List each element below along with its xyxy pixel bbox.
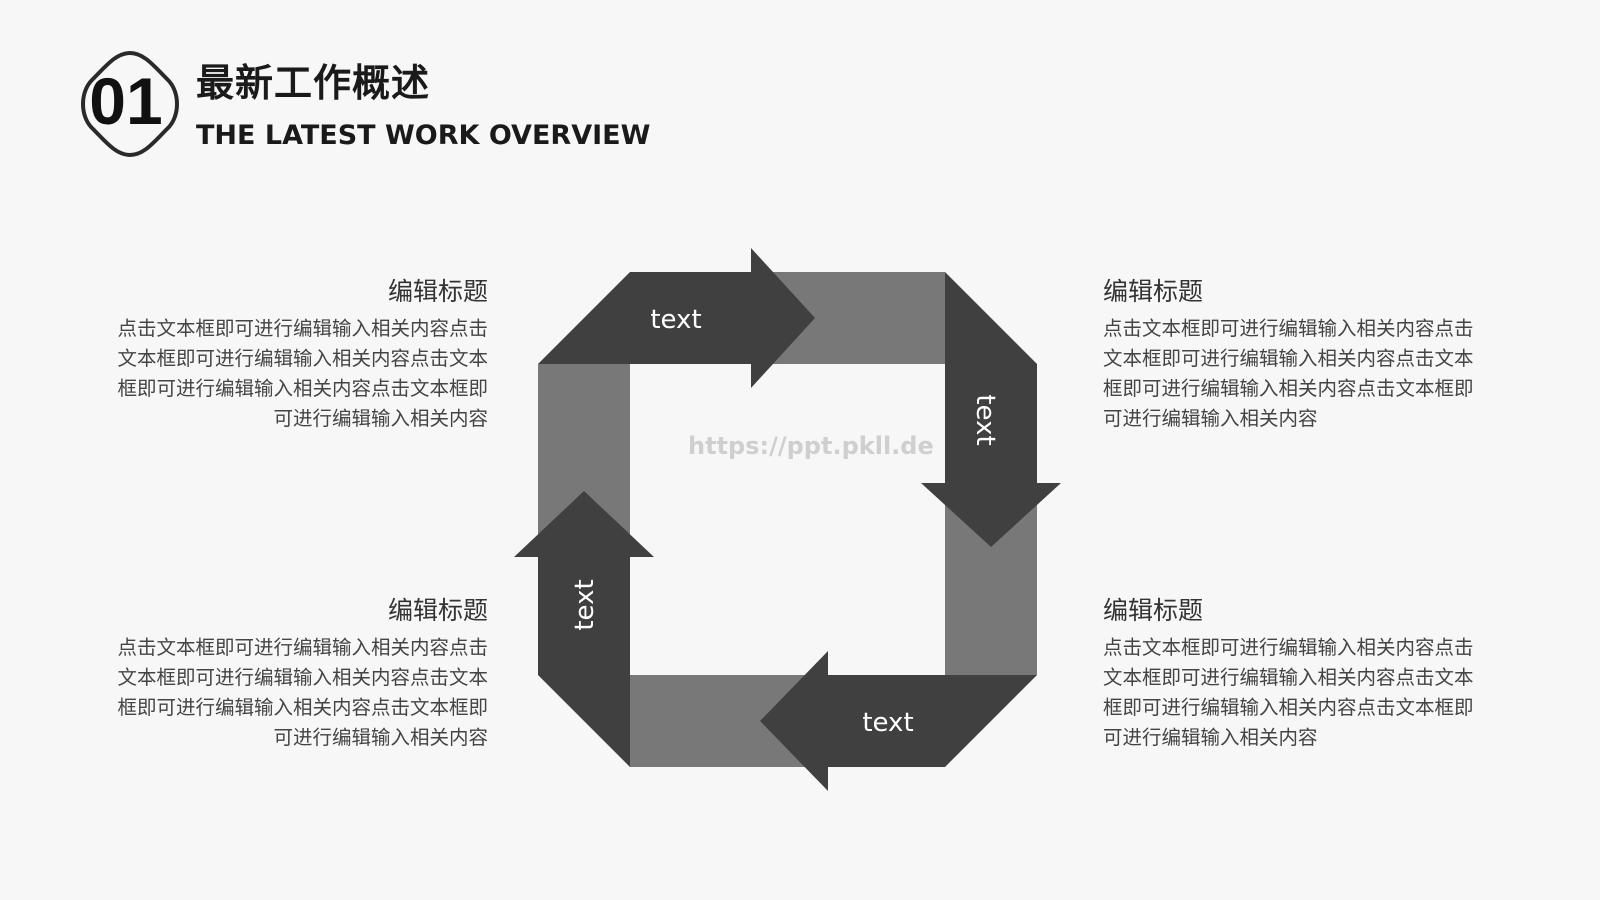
body-line: 可进行编辑输入相关内容	[273, 726, 488, 749]
body-line: 可进行编辑输入相关内容	[1103, 407, 1318, 430]
block-title: 编辑标题	[1103, 596, 1204, 625]
text-block-bottom-right: 编辑标题 点击文本框即可进行编辑输入相关内容点击 文本框即可进行编辑输入相关内容…	[1103, 591, 1487, 753]
arrow-label-top: text	[650, 305, 701, 335]
badge-outline	[81, 50, 179, 158]
block-title: 编辑标题	[1103, 277, 1204, 306]
body-line: 可进行编辑输入相关内容	[273, 407, 488, 430]
block-body: 点击文本框即可进行编辑输入相关内容点击 文本框即可进行编辑输入相关内容点击文本 …	[1103, 633, 1487, 753]
body-line: 文本框即可进行编辑输入相关内容点击文本	[1103, 666, 1474, 689]
section-number: 01	[89, 64, 162, 138]
block-title: 编辑标题	[387, 596, 488, 625]
section-number-badge: 01	[81, 50, 179, 158]
block-title: 编辑标题	[387, 277, 488, 306]
page-title: 最新工作概述	[196, 61, 431, 105]
body-line: 点击文本框即可进行编辑输入相关内容点击	[117, 317, 488, 340]
text-block-top-right: 编辑标题 点击文本框即可进行编辑输入相关内容点击 文本框即可进行编辑输入相关内容…	[1103, 272, 1487, 434]
watermark: https://ppt.pkll.de	[688, 432, 934, 460]
text-block-top-left: 编辑标题 点击文本框即可进行编辑输入相关内容点击 文本框即可进行编辑输入相关内容…	[104, 272, 488, 434]
arrow-up-left	[514, 491, 654, 767]
text-block-bottom-left: 编辑标题 点击文本框即可进行编辑输入相关内容点击 文本框即可进行编辑输入相关内容…	[104, 591, 488, 753]
block-body: 点击文本框即可进行编辑输入相关内容点击 文本框即可进行编辑输入相关内容点击文本 …	[1103, 314, 1487, 434]
arrow-down-right	[921, 272, 1061, 547]
page-subtitle: THE LATEST WORK OVERVIEW	[196, 120, 651, 151]
arrow-label-left: text	[570, 579, 600, 630]
body-line: 框即可进行编辑输入相关内容点击文本框即	[117, 696, 488, 719]
arrow-label-right: text	[970, 394, 1000, 445]
block-body: 点击文本框即可进行编辑输入相关内容点击 文本框即可进行编辑输入相关内容点击文本 …	[104, 314, 488, 434]
body-line: 文本框即可进行编辑输入相关内容点击文本	[117, 347, 488, 370]
body-line: 可进行编辑输入相关内容	[1103, 726, 1318, 749]
body-line: 点击文本框即可进行编辑输入相关内容点击	[117, 636, 488, 659]
body-line: 框即可进行编辑输入相关内容点击文本框即	[1103, 377, 1474, 400]
body-line: 文本框即可进行编辑输入相关内容点击文本	[117, 666, 488, 689]
body-line: 点击文本框即可进行编辑输入相关内容点击	[1103, 317, 1474, 340]
arrow-right-top	[538, 248, 815, 388]
body-line: 文本框即可进行编辑输入相关内容点击文本	[1103, 347, 1474, 370]
body-line: 点击文本框即可进行编辑输入相关内容点击	[1103, 636, 1474, 659]
body-line: 框即可进行编辑输入相关内容点击文本框即	[117, 377, 488, 400]
block-body: 点击文本框即可进行编辑输入相关内容点击 文本框即可进行编辑输入相关内容点击文本 …	[104, 633, 488, 753]
body-line: 框即可进行编辑输入相关内容点击文本框即	[1103, 696, 1474, 719]
arrow-label-bottom: text	[862, 708, 913, 738]
arrow-left-bottom	[760, 651, 1037, 791]
